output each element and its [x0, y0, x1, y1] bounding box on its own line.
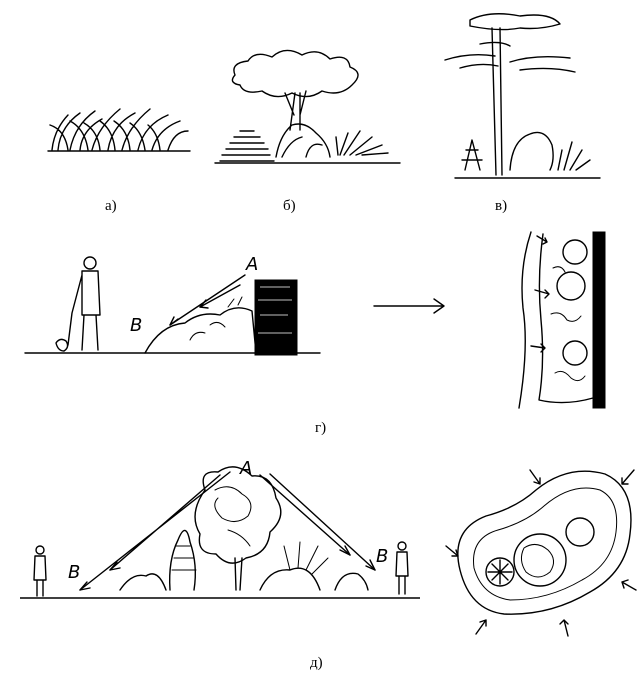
sketch-v-tree	[440, 10, 610, 185]
label-d-b-right: B	[376, 546, 388, 567]
label-d-b-left: B	[68, 562, 80, 583]
caption-v: в)	[495, 198, 507, 215]
sketch-b-shrubs	[210, 45, 430, 170]
transition-arrow	[370, 296, 450, 316]
sketch-d-section: A B B	[20, 450, 420, 610]
caption-b: б)	[283, 198, 296, 215]
caption-a: а)	[105, 198, 117, 215]
sketch-g-section: A B	[20, 245, 330, 370]
label-g-b: B	[130, 315, 142, 336]
sketch-g-plan	[505, 228, 615, 413]
caption-g: г)	[315, 420, 326, 437]
sketch-a-grass	[40, 95, 200, 165]
label-d-a: A	[239, 458, 252, 479]
sketch-d-plan	[440, 460, 640, 640]
caption-d: д)	[310, 655, 323, 672]
label-g-a: A	[245, 254, 258, 275]
